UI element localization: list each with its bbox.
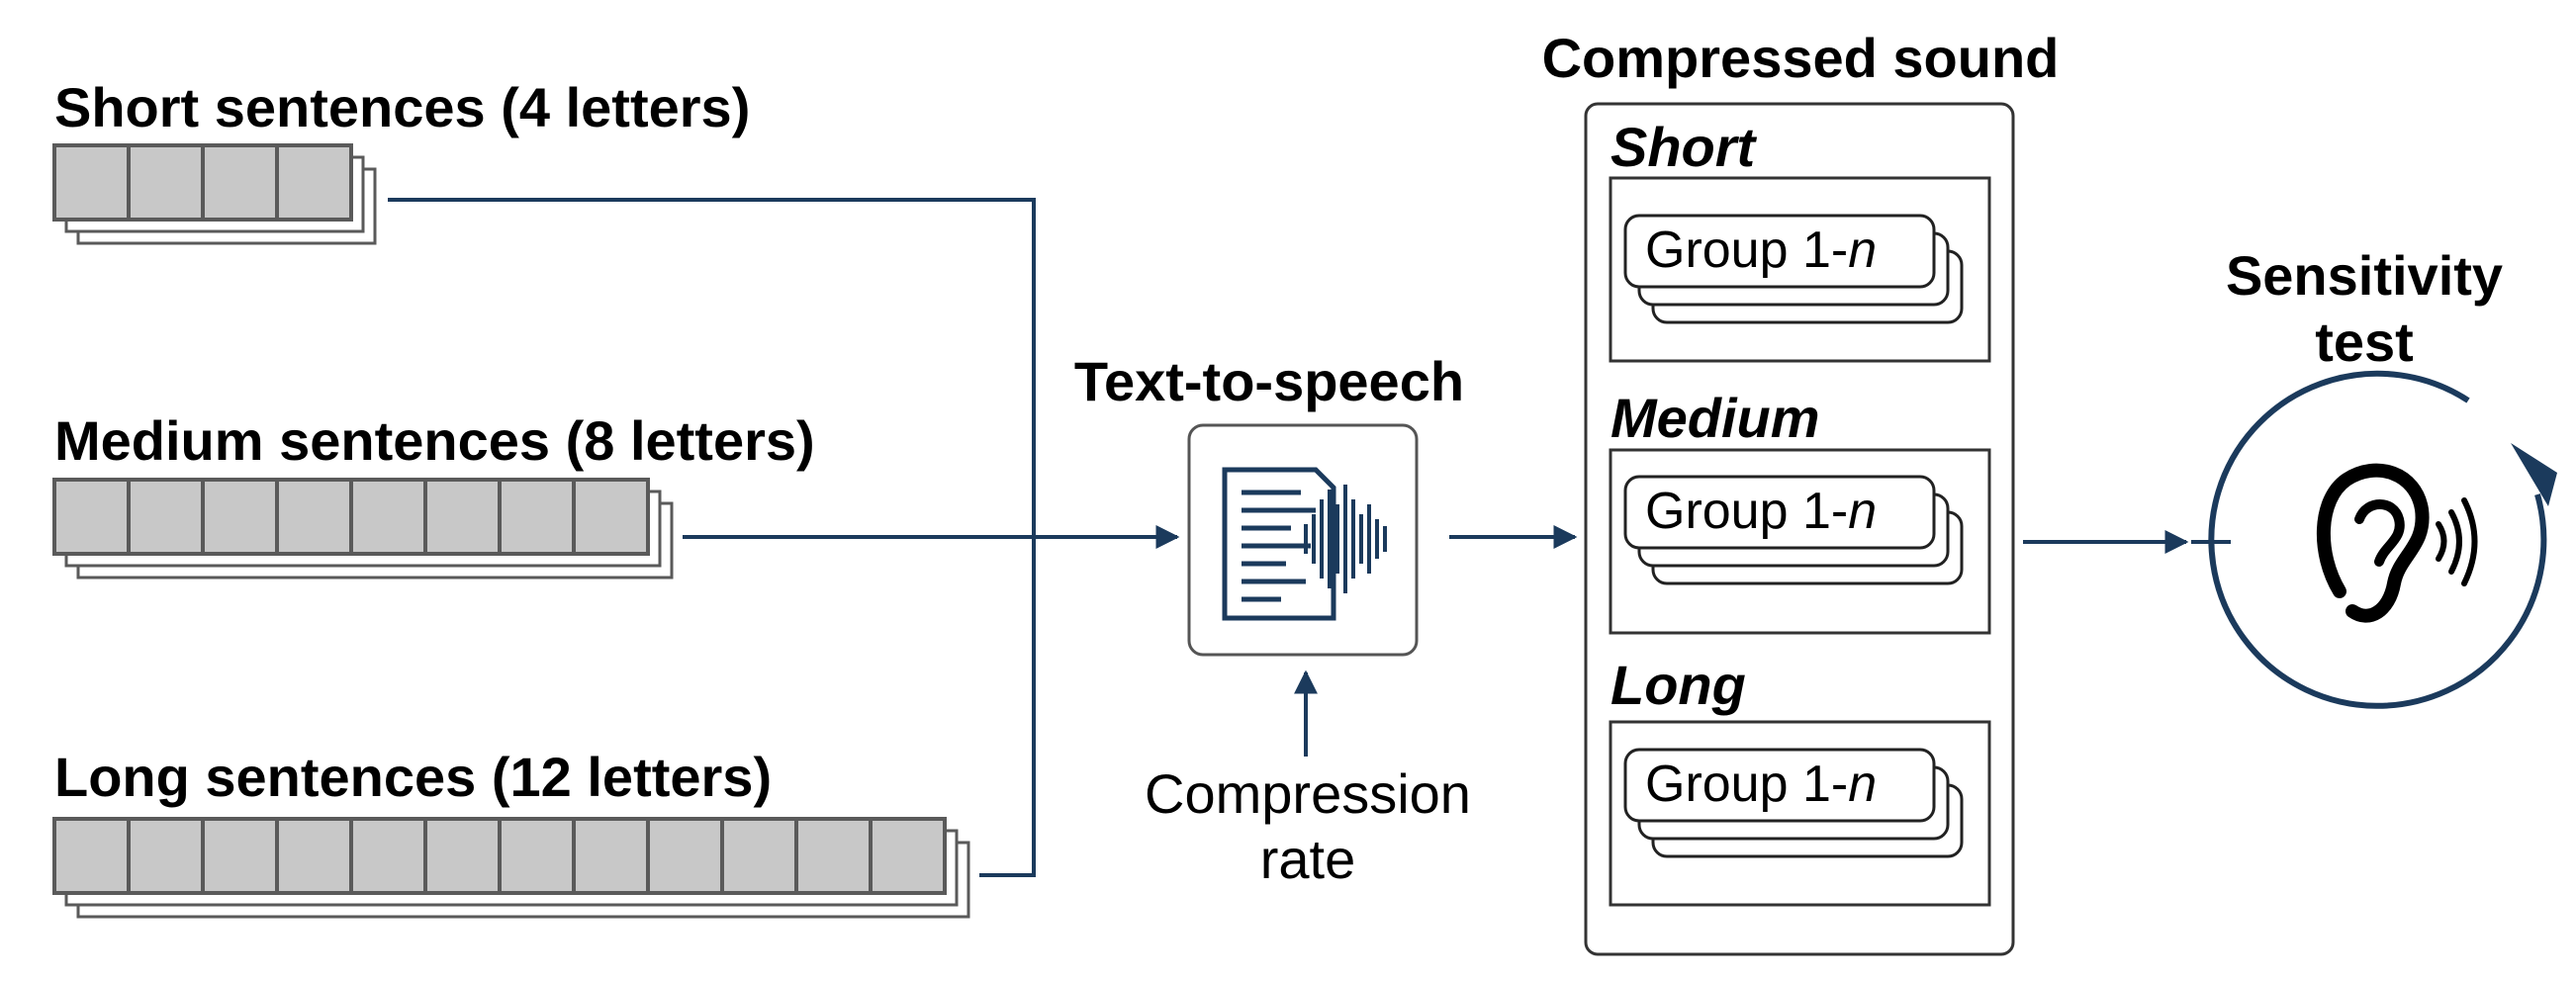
short-sentences-label: Short sentences (4 letters) [54,76,750,138]
letter-cell [869,817,947,895]
cycle-arrowhead-icon [2511,443,2557,506]
letter-cell [201,478,279,556]
letter-cell [127,143,205,222]
letter-cell [794,817,873,895]
letter-cell [201,143,279,222]
tts-box [1187,423,1419,657]
letter-cell [52,817,131,895]
letter-cell [572,478,650,556]
group-card [1623,748,1936,823]
letter-cell [127,817,205,895]
group-stack-long: Group 1-n [1623,748,1964,858]
letter-cell [646,817,724,895]
section-long-label: Long [1610,654,1746,716]
sensitivity-title-1: Sensitivity [2226,244,2503,307]
medium-sentences-label: Medium sentences (8 letters) [54,409,815,472]
long-sentences-label: Long sentences (12 letters) [54,746,772,808]
compression-label-1: Compression [1145,762,1471,825]
short-letter-stack [52,143,377,245]
group-stack-medium: Group 1-n [1623,475,1964,585]
text-to-speech-icon [1222,467,1387,621]
group-card [1623,475,1936,550]
group-card-label: Group 1-n [1645,483,1877,540]
letter-cell [349,817,427,895]
ear-icon [2317,463,2430,623]
letter-cell [720,817,798,895]
letter-cell [52,478,131,556]
group-stack-short: Group 1-n [1623,214,1964,324]
sound-waves-icon [2436,497,2478,586]
stack-connectors [388,198,1180,877]
letter-cell [52,143,131,222]
tts-title: Text-to-speech [1074,350,1464,412]
letter-cell [275,143,353,222]
compressed-sound-title: Compressed sound [1542,27,2060,89]
letter-cell [349,478,427,556]
compression-label-2: rate [1260,828,1356,890]
section-medium-label: Medium [1610,387,1820,449]
letter-cell [498,817,576,895]
letter-cell [275,817,353,895]
group-card-label: Group 1-n [1645,222,1877,279]
group-card-label: Group 1-n [1645,756,1877,813]
letter-cell [572,817,650,895]
medium-letter-stack [52,478,674,580]
letter-cell [127,478,205,556]
section-short-label: Short [1610,116,1758,178]
letter-cell [423,817,502,895]
group-card [1623,214,1936,289]
sensitivity-title-2: test [2315,311,2414,373]
letter-cell [498,478,576,556]
letter-cell [201,817,279,895]
sensitivity-cycle-ring [2208,370,2547,709]
letter-cell [275,478,353,556]
letter-cell [423,478,502,556]
long-letter-stack [52,817,970,919]
